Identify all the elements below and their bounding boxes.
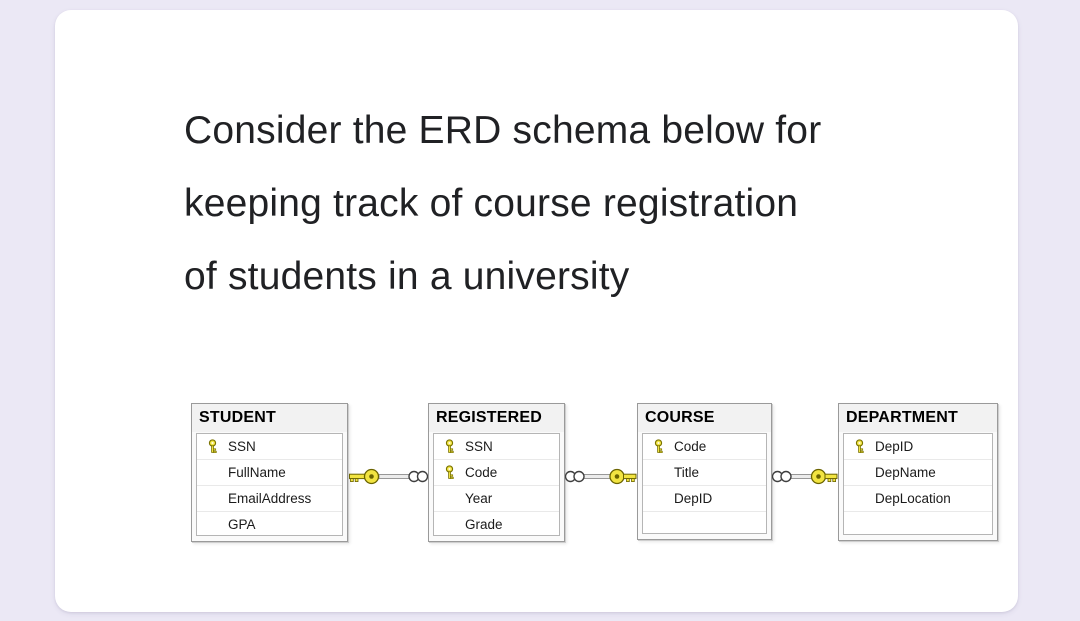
- column-name: Grade: [465, 517, 503, 532]
- column-row: DepName: [844, 460, 992, 486]
- table-name: REGISTERED: [436, 409, 543, 426]
- question-title: Consider the ERD schema below for keepin…: [184, 94, 1024, 313]
- one-key-icon: [349, 468, 380, 485]
- column-name: EmailAddress: [228, 491, 312, 506]
- column-row: SSN: [197, 434, 342, 460]
- table-name: STUDENT: [199, 409, 276, 426]
- column-row: Code: [643, 434, 766, 460]
- column-name: SSN: [228, 439, 256, 454]
- column-name: Title: [674, 465, 700, 480]
- table-name: DEPARTMENT: [846, 409, 958, 426]
- table-columns: DepID DepName DepLocation: [843, 433, 993, 535]
- question-title-line: Consider the ERD schema below for: [184, 109, 822, 152]
- column-row: Grade: [434, 512, 559, 535]
- table-columns: SSN FullName EmailAddress GPA: [196, 433, 343, 536]
- erd-table-registered: REGISTERED SSN Code Year: [428, 403, 565, 542]
- connector-line: [378, 474, 411, 479]
- relationship-course-department: [772, 465, 838, 488]
- column-name: Code: [674, 439, 707, 454]
- column-row: Title: [643, 460, 766, 486]
- connector-line: [790, 474, 812, 479]
- primary-key-icon: [434, 439, 465, 454]
- column-name: FullName: [228, 465, 286, 480]
- table-columns: SSN Code Year Grade: [433, 433, 560, 536]
- many-infinity-icon: [772, 470, 792, 483]
- table-header: STUDENT: [192, 404, 347, 432]
- column-name: DepName: [875, 465, 936, 480]
- column-row: EmailAddress: [197, 486, 342, 512]
- table-header: DEPARTMENT: [839, 404, 997, 432]
- many-infinity-icon: [565, 470, 585, 483]
- column-row: Year: [434, 486, 559, 512]
- table-columns: Code Title DepID: [642, 433, 767, 534]
- primary-key-icon: [643, 439, 674, 454]
- question-title-line: of students in a university: [184, 255, 630, 298]
- primary-key-icon: [434, 465, 465, 480]
- many-infinity-icon: [408, 470, 428, 483]
- column-row: DepID: [844, 434, 992, 460]
- column-name: DepID: [674, 491, 713, 506]
- column-name: Code: [465, 465, 498, 480]
- erd-table-department: DEPARTMENT DepID DepName DepLocation: [838, 403, 998, 541]
- column-row: DepID: [643, 486, 766, 512]
- column-row: GPA: [197, 512, 342, 535]
- table-header: REGISTERED: [429, 404, 564, 432]
- primary-key-icon: [197, 439, 228, 454]
- column-name: SSN: [465, 439, 493, 454]
- column-name: GPA: [228, 517, 256, 532]
- one-key-icon: [609, 468, 637, 485]
- column-row: SSN: [434, 434, 559, 460]
- column-name: DepLocation: [875, 491, 951, 506]
- column-name: Year: [465, 491, 493, 506]
- table-name: COURSE: [645, 409, 715, 426]
- column-row: FullName: [197, 460, 342, 486]
- primary-key-icon: [844, 439, 875, 454]
- question-card: Consider the ERD schema below for keepin…: [55, 10, 1018, 612]
- erd-table-course: COURSE Code Title DepID: [637, 403, 772, 540]
- relationship-student-registered: [348, 465, 428, 488]
- connector-line: [583, 474, 611, 479]
- table-header: COURSE: [638, 404, 771, 432]
- column-row: Code: [434, 460, 559, 486]
- erd-table-student: STUDENT SSN FullName EmailAddress: [191, 403, 348, 542]
- one-key-icon: [810, 468, 838, 485]
- column-row: DepLocation: [844, 486, 992, 512]
- relationship-registered-course: [565, 465, 637, 488]
- column-name: DepID: [875, 439, 914, 454]
- question-title-line: keeping track of course registration: [184, 182, 799, 225]
